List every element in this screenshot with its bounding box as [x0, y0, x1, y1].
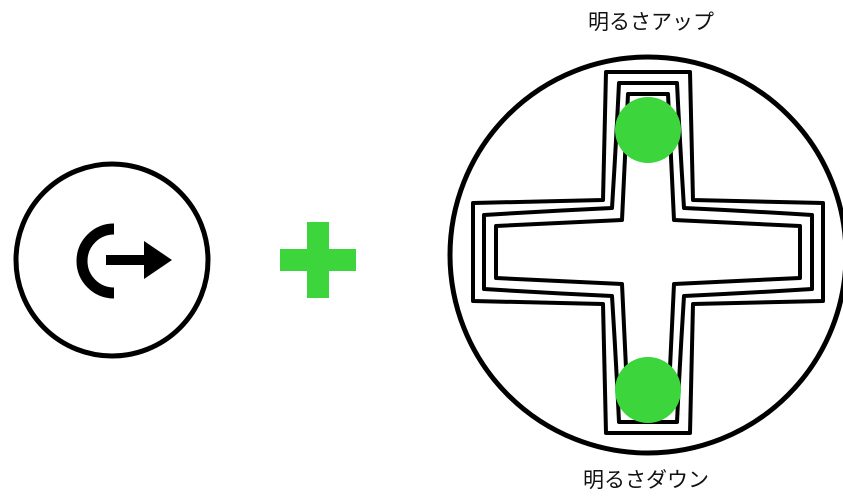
up-highlight-dot [615, 97, 681, 163]
brightness-down-label: 明るさダウン [583, 470, 709, 491]
down-highlight-dot [615, 357, 681, 423]
dpad-icon [438, 50, 843, 460]
brightness-up-label: 明るさアップ [588, 12, 714, 33]
plus-icon [278, 220, 358, 300]
power-button-icon [10, 158, 215, 363]
